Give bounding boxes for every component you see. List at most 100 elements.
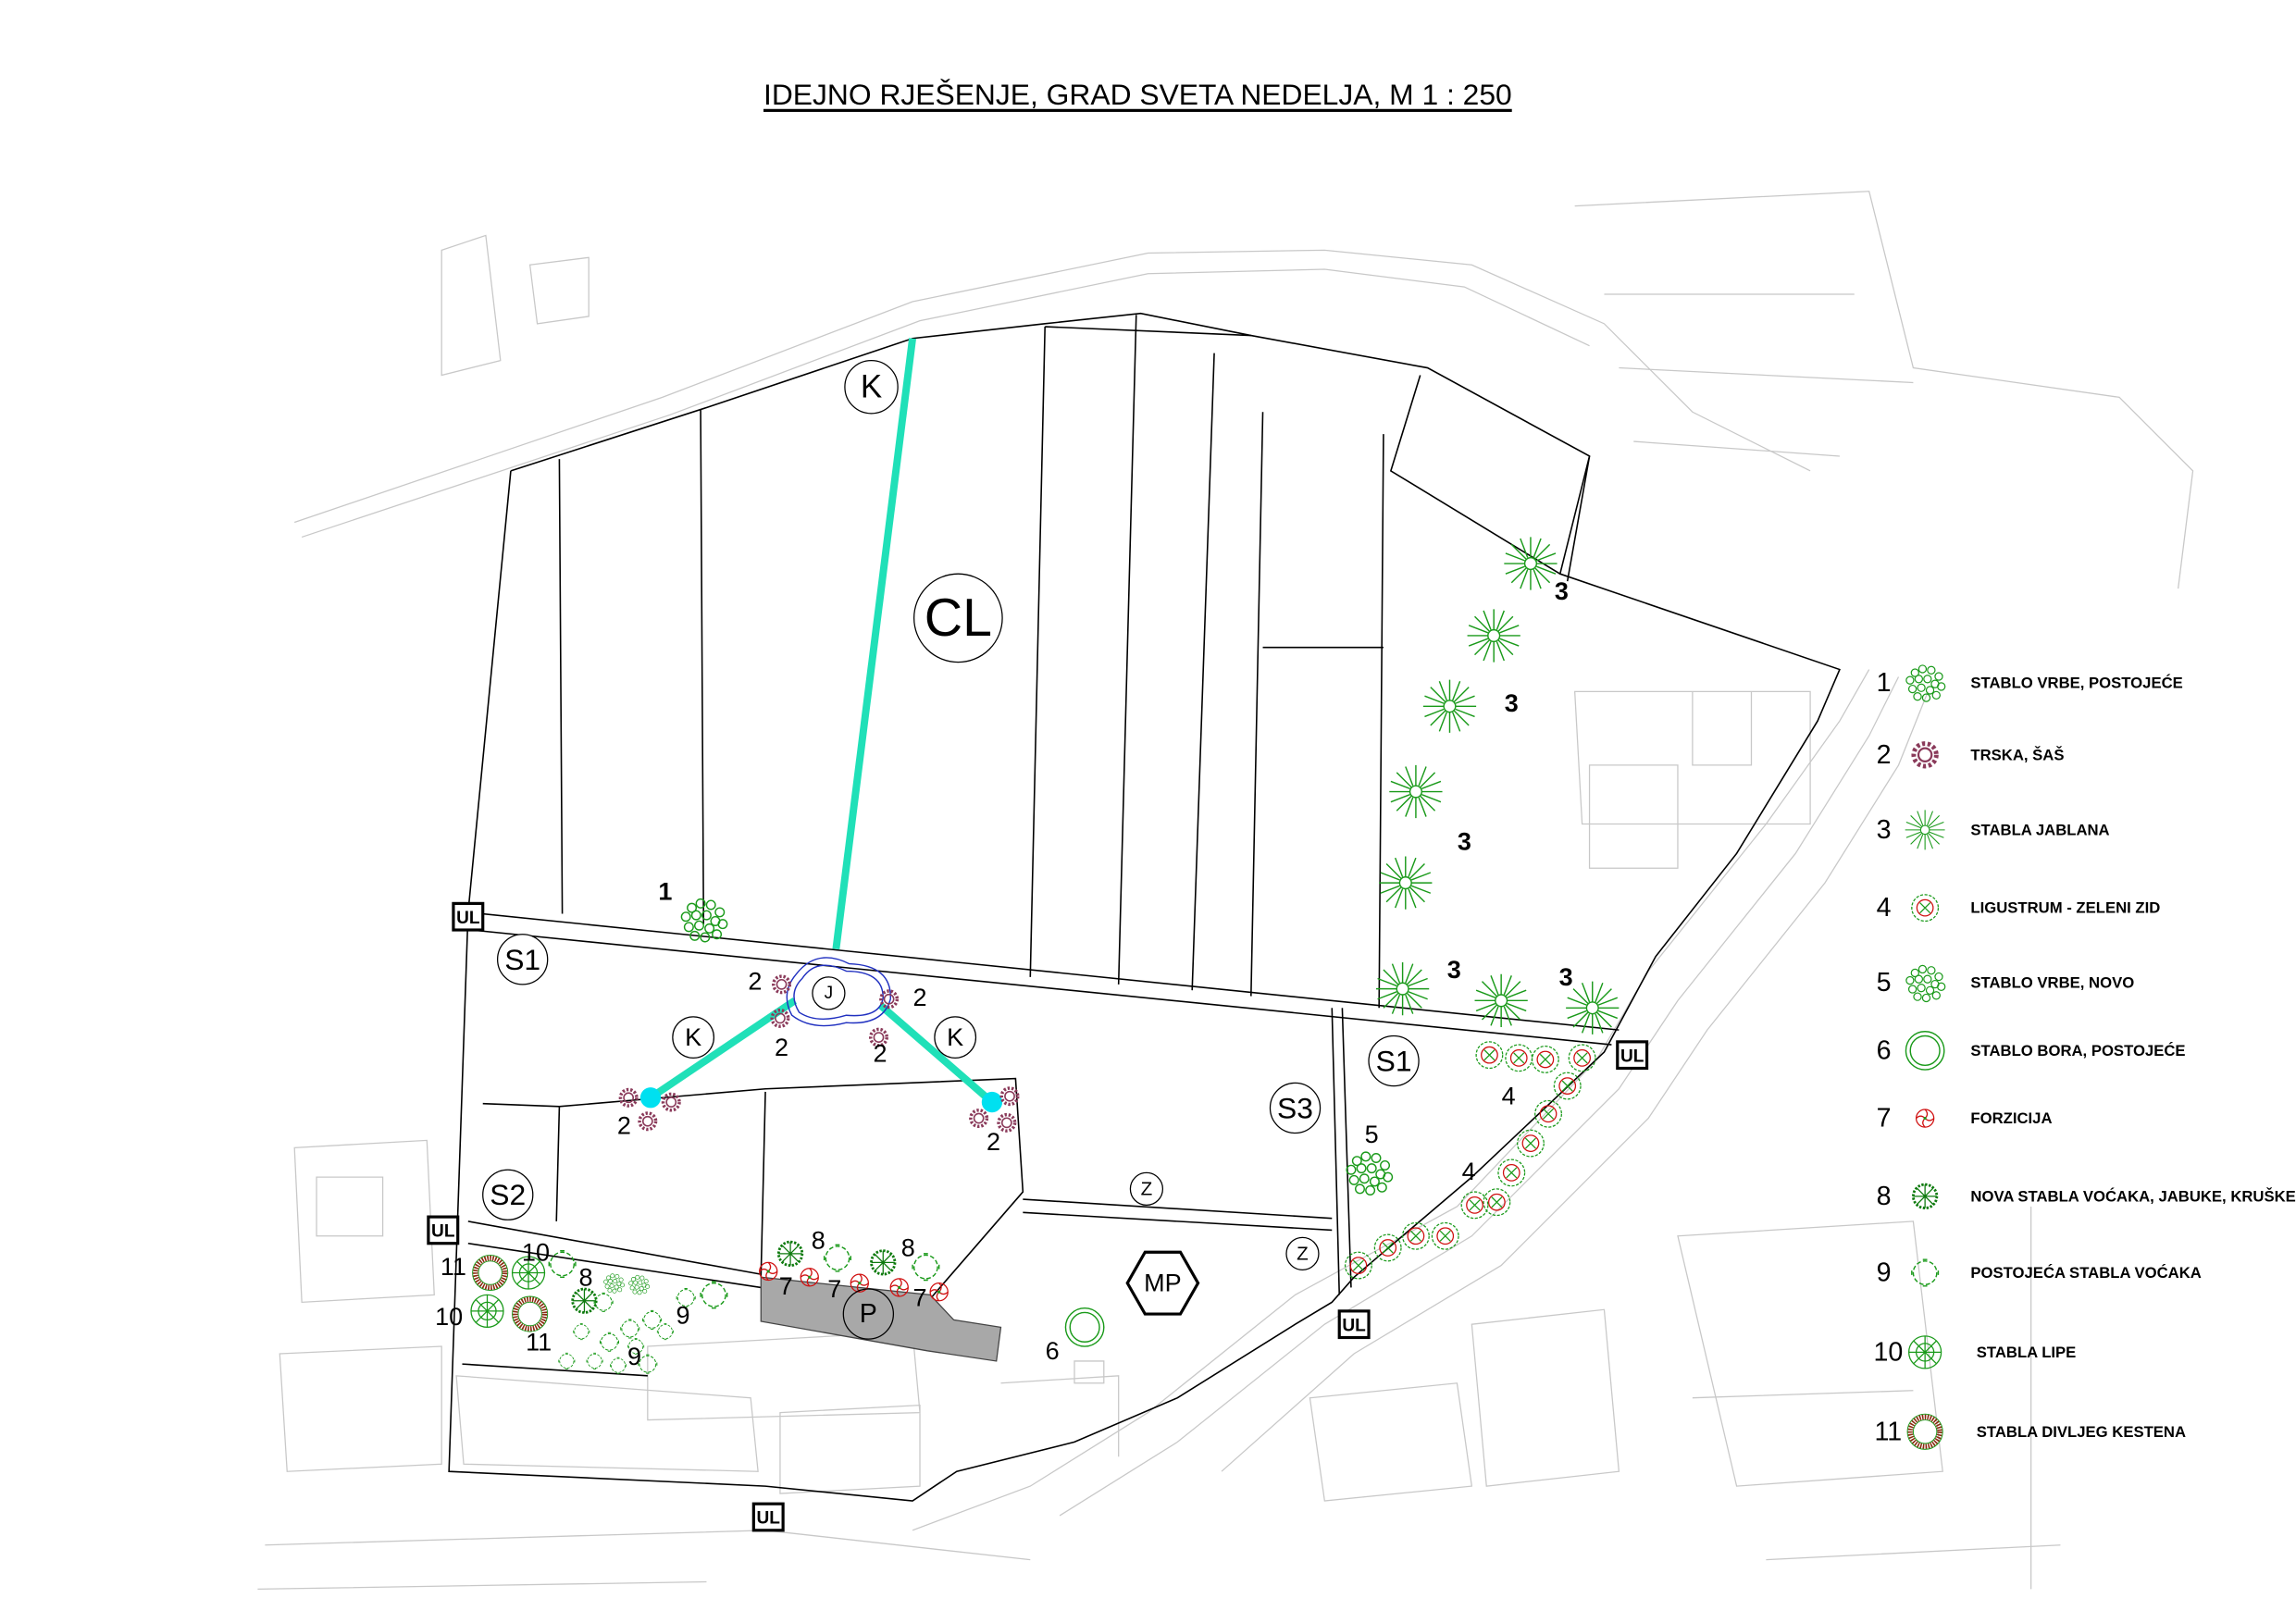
legend-number: 11 <box>1875 1417 1903 1446</box>
plant-number-3: 3 <box>1447 956 1461 984</box>
zone-label-text: MP <box>1144 1270 1182 1297</box>
zone-label-text: S1 <box>1376 1045 1412 1078</box>
existing-fruit-tree-icon <box>912 1253 940 1282</box>
new-fruit-tree-icon <box>870 1249 897 1276</box>
existing-fruit-tree-icon <box>610 1357 627 1374</box>
zone-label-s1: S1 <box>496 934 549 985</box>
plant-number-11: 11 <box>441 1253 466 1281</box>
footpaths <box>639 338 1003 1113</box>
ligustrum-icon <box>1553 1072 1582 1100</box>
ul-text: UL <box>757 1509 781 1529</box>
ligustrum-icon <box>1517 1129 1545 1158</box>
legend-item: 7 FORZICIJA <box>1877 1104 2053 1134</box>
new-fruit-tree-icon <box>628 1274 651 1295</box>
poplar-icon <box>1422 678 1477 734</box>
zone-label-text: J <box>825 984 834 1003</box>
parcel-boundaries <box>448 312 1841 1502</box>
reed-icon <box>1914 744 1936 766</box>
legend-number: 9 <box>1877 1258 1892 1288</box>
horse-chestnut-icon <box>1907 1414 1942 1449</box>
plant-number-4: 4 <box>1502 1083 1516 1110</box>
plant-number-7: 7 <box>827 1275 841 1303</box>
new-fruit-tree-icon <box>1911 1183 1939 1209</box>
pond <box>786 957 891 1027</box>
zone-label-text: P <box>860 1299 877 1329</box>
plant-number-3: 3 <box>1559 963 1573 991</box>
street-access-ul: UL <box>751 1502 785 1532</box>
zone-label-z: Z <box>1129 1171 1164 1207</box>
poplar-icon <box>1503 536 1558 591</box>
zone-label-text: K <box>947 1023 963 1051</box>
legend-item: 11 STABLA DIVLJEG KESTENA <box>1875 1414 2186 1449</box>
legend-label: STABLA DIVLJEG KESTENA <box>1977 1423 2186 1441</box>
poplar-icon <box>1375 961 1430 1016</box>
zone-label-k: K <box>844 359 899 415</box>
plant-number-6: 6 <box>1046 1337 1060 1365</box>
ligustrum-icon <box>1531 1046 1559 1073</box>
zone-label-text: K <box>861 369 882 405</box>
reed-icon <box>999 1086 1020 1107</box>
zone-label-text: CL <box>925 588 992 648</box>
legend-label: FORZICIJA <box>1970 1109 2052 1127</box>
poplar-icon <box>1378 855 1433 911</box>
street-access-ul: UL <box>427 1215 460 1245</box>
zone-label-text: Z <box>1297 1243 1309 1264</box>
existing-fruit-tree-icon <box>599 1332 620 1352</box>
plant-number-2: 2 <box>775 1034 788 1061</box>
pine-icon <box>1905 1031 1945 1071</box>
zone-label-text: Z <box>1141 1178 1153 1199</box>
new-fruit-tree-icon <box>571 1287 598 1314</box>
legend-label: STABLA LIPE <box>1977 1344 2077 1361</box>
horse-chestnut-icon <box>513 1296 548 1332</box>
existing-fruit-tree-icon <box>823 1244 851 1272</box>
ul-text: UL <box>431 1222 455 1242</box>
legend-number: 7 <box>1877 1104 1892 1134</box>
zone-label-k: K <box>934 1016 977 1059</box>
ligustrum-icon <box>1401 1221 1430 1250</box>
legend-label: STABLO VRBE, NOVO <box>1970 974 2134 992</box>
plant-number-2: 2 <box>913 984 927 1011</box>
ul-text: UL <box>1342 1316 1366 1335</box>
zone-label-s3: S3 <box>1269 1082 1322 1134</box>
path-node <box>981 1091 1003 1113</box>
legend-number: 2 <box>1877 740 1892 770</box>
plant-number-3: 3 <box>1458 828 1471 856</box>
ligustrum-icon <box>1568 1044 1596 1072</box>
legend-item: 10 STABLA LIPE <box>1873 1335 2077 1369</box>
linden-icon <box>470 1294 504 1329</box>
zone-label-mp: MP <box>1125 1250 1200 1316</box>
legend-label: STABLO BORA, POSTOJEĆE <box>1970 1042 2185 1059</box>
existing-fruit-tree-icon <box>548 1249 577 1279</box>
plant-number-9: 9 <box>676 1302 689 1330</box>
existing-fruit-tree-icon <box>700 1281 728 1309</box>
willow-new-icon <box>1346 1151 1394 1196</box>
zone-label-s2: S2 <box>482 1169 534 1220</box>
zone-label-s1: S1 <box>1368 1035 1420 1087</box>
parking-area <box>760 1276 1002 1362</box>
ligustrum-icon <box>1475 1041 1504 1070</box>
context-lines <box>257 191 2194 1591</box>
willow-new-icon <box>1905 964 1946 1003</box>
legend-label: STABLO VRBE, POSTOJEĆE <box>1970 674 2182 691</box>
zone-label-cl: CL <box>913 573 1003 663</box>
existing-fruit-tree-icon <box>656 1323 674 1341</box>
zone-label-p: P <box>842 1288 895 1340</box>
poplar-icon <box>1905 809 1946 850</box>
legend-number: 10 <box>1873 1337 1903 1367</box>
legend-number: 3 <box>1877 815 1892 845</box>
horse-chestnut-icon <box>473 1255 508 1290</box>
poplar-icon <box>1466 608 1521 663</box>
plant-number-8: 8 <box>812 1227 825 1255</box>
zone-label-text: S2 <box>490 1178 526 1211</box>
reed-icon <box>638 1111 658 1132</box>
plant-number-1: 1 <box>658 878 672 906</box>
plant-number-2: 2 <box>874 1040 887 1068</box>
